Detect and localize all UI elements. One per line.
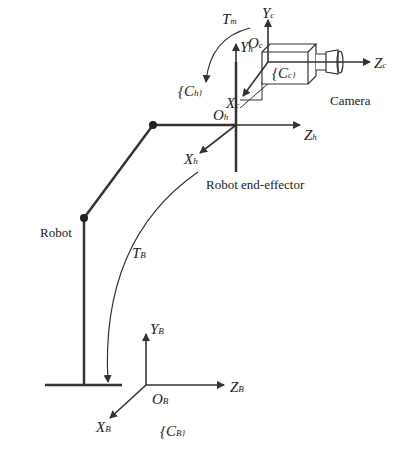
axis-arrow — [145, 334, 147, 385]
axis-arrow — [110, 385, 146, 418]
transform-arrow — [206, 28, 250, 82]
axis-arrow — [146, 384, 224, 386]
part-label: Robot — [40, 226, 72, 239]
robot-link — [153, 124, 235, 127]
axis-arrow — [267, 20, 269, 62]
axis-label: YB — [150, 322, 164, 337]
joint-dot — [80, 214, 88, 222]
camera-body — [262, 44, 316, 84]
axis-arrow — [243, 62, 268, 96]
part-label: Camera — [330, 94, 370, 107]
robot-link — [83, 218, 86, 385]
robot-link — [84, 125, 153, 218]
axis-label: Yh — [240, 40, 253, 55]
transform-label: Tm — [222, 12, 237, 27]
axis-label: Xc — [226, 96, 239, 111]
axis-label: XB — [96, 420, 111, 435]
axis-arrow — [200, 125, 236, 153]
joint-dot — [149, 121, 157, 129]
camera-body — [262, 52, 308, 84]
axis-arrow — [235, 44, 237, 125]
axis-label: ZB — [230, 380, 244, 395]
frame-label: {Cc} — [272, 66, 296, 81]
axis-label: Zh — [304, 128, 317, 143]
axis-label: Xh — [184, 152, 198, 167]
frame-label: {CB} — [160, 424, 185, 439]
origin-label: Oh — [213, 108, 228, 123]
transform-arrow — [107, 172, 198, 382]
axis-label: Zc — [374, 56, 386, 71]
part-label: Robot end-effector — [206, 178, 304, 191]
axis-arrow — [236, 124, 300, 126]
axis-arrow — [268, 61, 370, 63]
transform-label: TB — [132, 246, 146, 261]
axis-label: Yc — [262, 6, 274, 21]
frame-label: {Ch} — [178, 84, 202, 99]
origin-label: OB — [152, 392, 168, 407]
